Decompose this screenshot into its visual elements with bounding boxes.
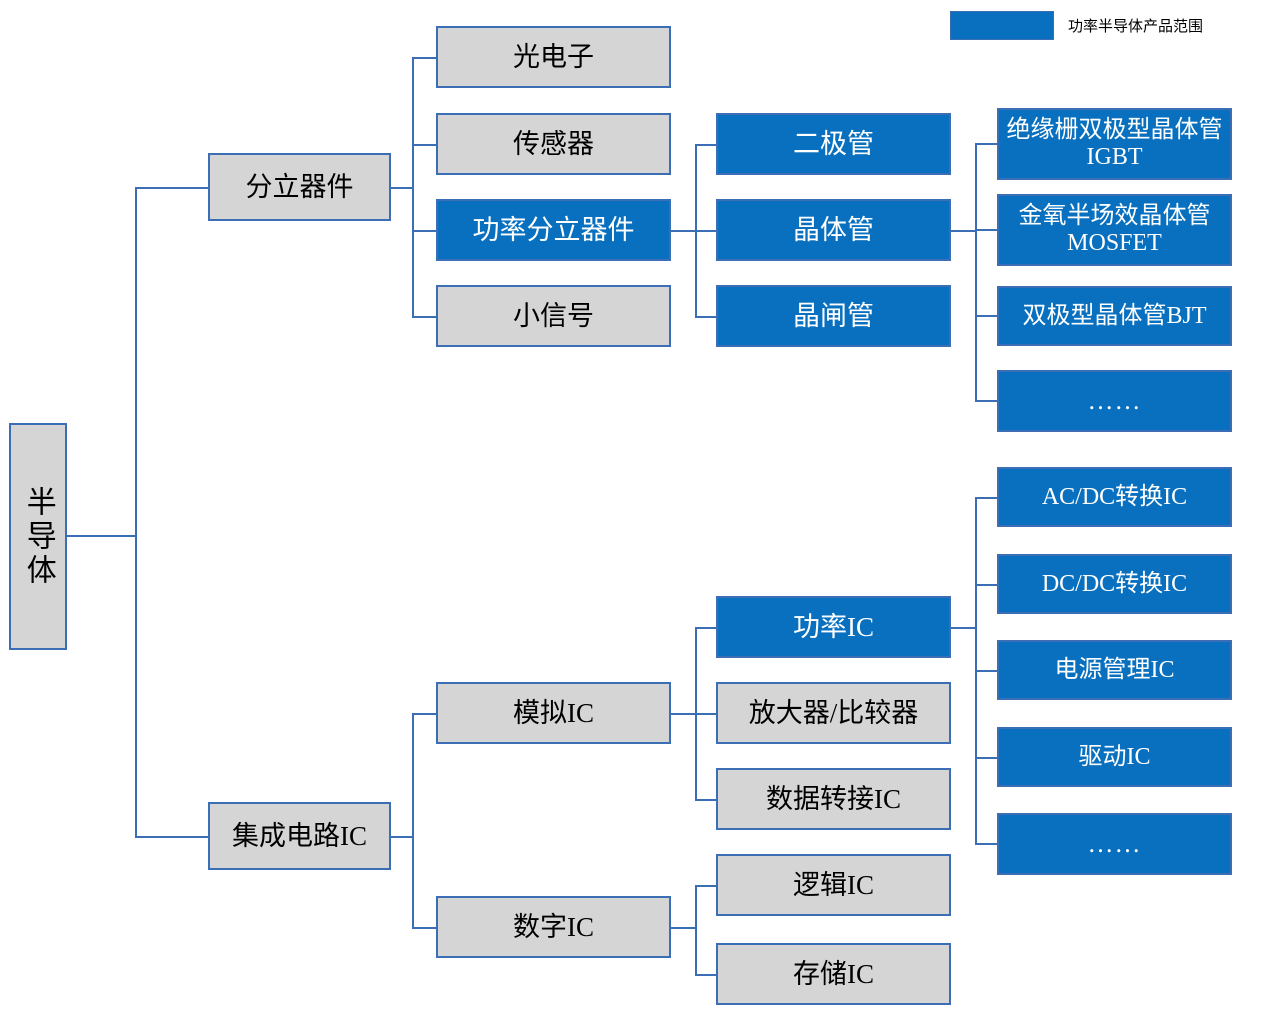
connector-discrete-trunk <box>412 57 414 317</box>
node-data-converter-ic[interactable]: 数据转接IC <box>716 768 951 830</box>
node-integrated-circuits[interactable]: 集成电路IC <box>208 802 391 870</box>
node-power-ic-ellipsis[interactable]: …… <box>997 813 1232 875</box>
node-power-discrete-devices[interactable]: 功率分立器件 <box>436 199 671 261</box>
connector-digital-trunk <box>695 885 697 976</box>
connector-discrete-child-3 <box>412 230 437 232</box>
connector-transistor-out <box>951 230 977 232</box>
connector-power-ic-child-1 <box>975 497 998 499</box>
connector-digital-out <box>671 927 697 929</box>
connector-ic-child-2 <box>412 927 437 929</box>
connector-discrete-out <box>390 187 414 189</box>
node-diode[interactable]: 二极管 <box>716 113 951 175</box>
node-sensors[interactable]: 传感器 <box>436 113 671 175</box>
connector-discrete-child-1 <box>412 57 437 59</box>
node-amplifier-comparator[interactable]: 放大器/比较器 <box>716 682 951 744</box>
legend-label: 功率半导体产品范围 <box>1068 18 1204 35</box>
connector-power-ic-out <box>951 627 977 629</box>
connector-analog-out <box>671 713 697 715</box>
connector-discrete-child-2 <box>412 144 437 146</box>
connector-transistor-child-1 <box>975 143 998 145</box>
connector-digital-child-1 <box>695 885 717 887</box>
connector-power-discrete-child-3 <box>695 316 717 318</box>
connector-digital-child-2 <box>695 974 717 976</box>
node-transistor[interactable]: 晶体管 <box>716 199 951 261</box>
legend-swatch <box>950 11 1054 40</box>
connector-analog-child-1 <box>695 627 717 629</box>
connector-ic-trunk <box>412 713 414 928</box>
node-transistor-ellipsis[interactable]: …… <box>997 370 1232 432</box>
connector-root-to-ic <box>135 836 209 838</box>
connector-transistor-child-4 <box>975 400 998 402</box>
connector-ic-out <box>390 836 414 838</box>
node-bjt[interactable]: 双极型晶体管BJT <box>997 286 1232 346</box>
node-igbt[interactable]: 绝缘栅双极型晶体管IGBT <box>997 108 1232 180</box>
node-power-management-ic[interactable]: 电源管理IC <box>997 640 1232 700</box>
node-digital-ic[interactable]: 数字IC <box>436 896 671 958</box>
connector-root-trunk <box>135 187 137 837</box>
node-optoelectronics[interactable]: 光电子 <box>436 26 671 88</box>
node-discrete-devices[interactable]: 分立器件 <box>208 153 391 221</box>
connector-power-ic-child-4 <box>975 757 998 759</box>
connector-discrete-child-4 <box>412 316 437 318</box>
node-driver-ic[interactable]: 驱动IC <box>997 727 1232 787</box>
connector-analog-child-2 <box>695 713 717 715</box>
connector-root-out <box>66 535 136 537</box>
connector-transistor-child-3 <box>975 315 998 317</box>
node-analog-ic[interactable]: 模拟IC <box>436 682 671 744</box>
node-dc-dc-converter-ic[interactable]: DC/DC转换IC <box>997 554 1232 614</box>
connector-transistor-trunk <box>975 143 977 401</box>
connector-power-discrete-out <box>671 230 697 232</box>
connector-power-ic-child-3 <box>975 670 998 672</box>
connector-power-ic-child-2 <box>975 584 998 586</box>
node-root-semiconductor[interactable]: 半导体 <box>9 423 67 650</box>
connector-root-to-discrete <box>135 187 209 189</box>
connector-power-discrete-child-2 <box>695 230 717 232</box>
node-ac-dc-converter-ic[interactable]: AC/DC转换IC <box>997 467 1232 527</box>
connector-transistor-child-2 <box>975 229 998 231</box>
connector-analog-child-3 <box>695 799 717 801</box>
node-thyristor[interactable]: 晶闸管 <box>716 285 951 347</box>
connector-power-ic-child-5 <box>975 843 998 845</box>
node-logic-ic[interactable]: 逻辑IC <box>716 854 951 916</box>
connector-power-discrete-child-1 <box>695 144 717 146</box>
node-memory-ic[interactable]: 存储IC <box>716 943 951 1005</box>
node-power-ic[interactable]: 功率IC <box>716 596 951 658</box>
connector-ic-child-1 <box>412 713 437 715</box>
node-mosfet[interactable]: 金氧半场效晶体管MOSFET <box>997 194 1232 266</box>
node-small-signal[interactable]: 小信号 <box>436 285 671 347</box>
